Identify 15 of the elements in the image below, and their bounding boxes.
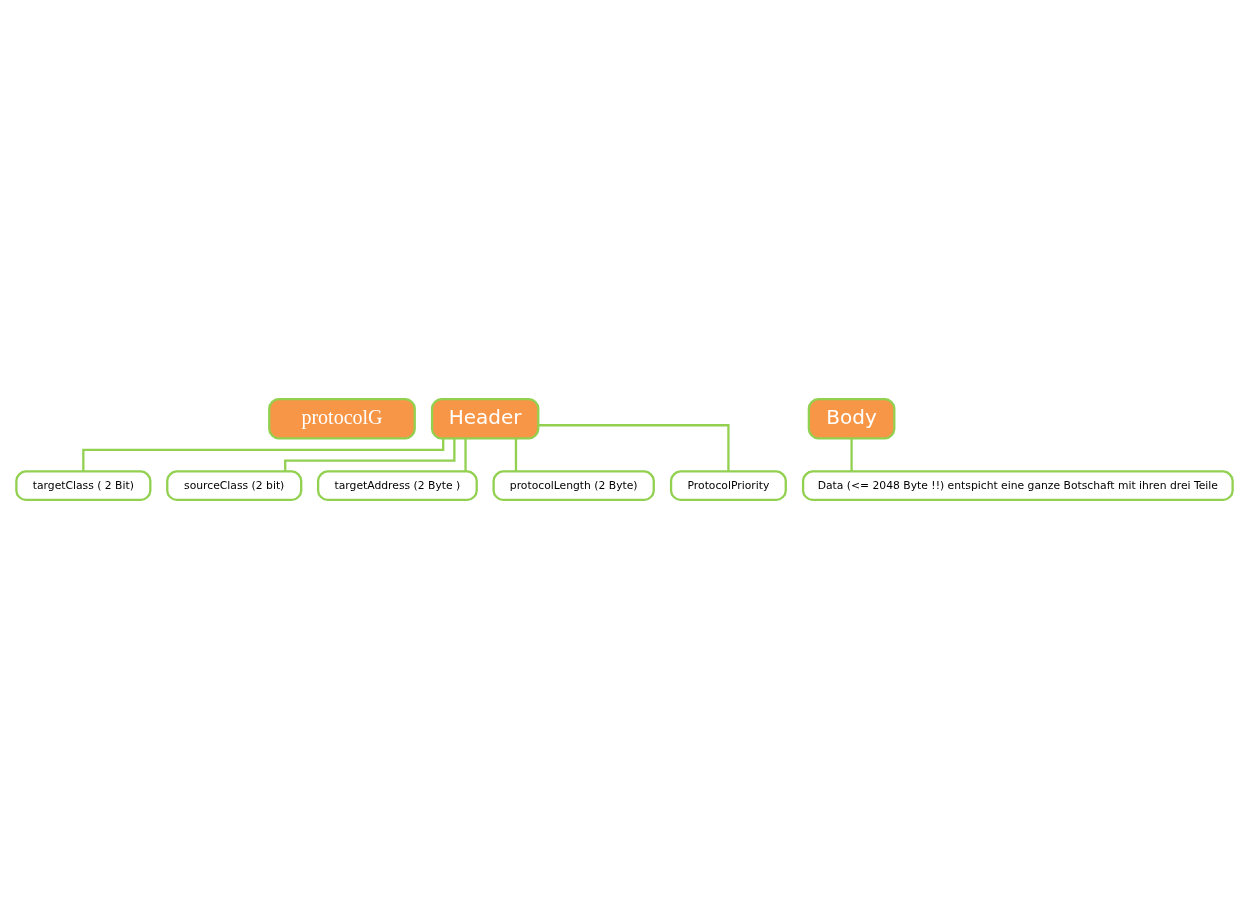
node-box: targetClass ( 2 Bit) (15, 470, 152, 502)
node-box: targetAddress (2 Byte ) (316, 470, 478, 502)
node-box: ProtocolPriority (669, 470, 787, 502)
connector (284, 438, 456, 472)
connector (464, 438, 467, 472)
node-box: Data (<= 2048 Byte !!) entspicht eine ganze Botschaft mit ihren drei Teile (801, 470, 1234, 502)
node-box: protocolLength (2 Byte) (492, 470, 655, 502)
connector (82, 438, 445, 472)
connector (538, 424, 730, 472)
node-box: Header (430, 397, 540, 440)
node-box: Body (807, 397, 896, 440)
connector (514, 438, 518, 472)
connector (850, 438, 853, 472)
node-box: sourceClass (2 bit) (166, 470, 303, 502)
node-box: protocolG (268, 397, 416, 440)
